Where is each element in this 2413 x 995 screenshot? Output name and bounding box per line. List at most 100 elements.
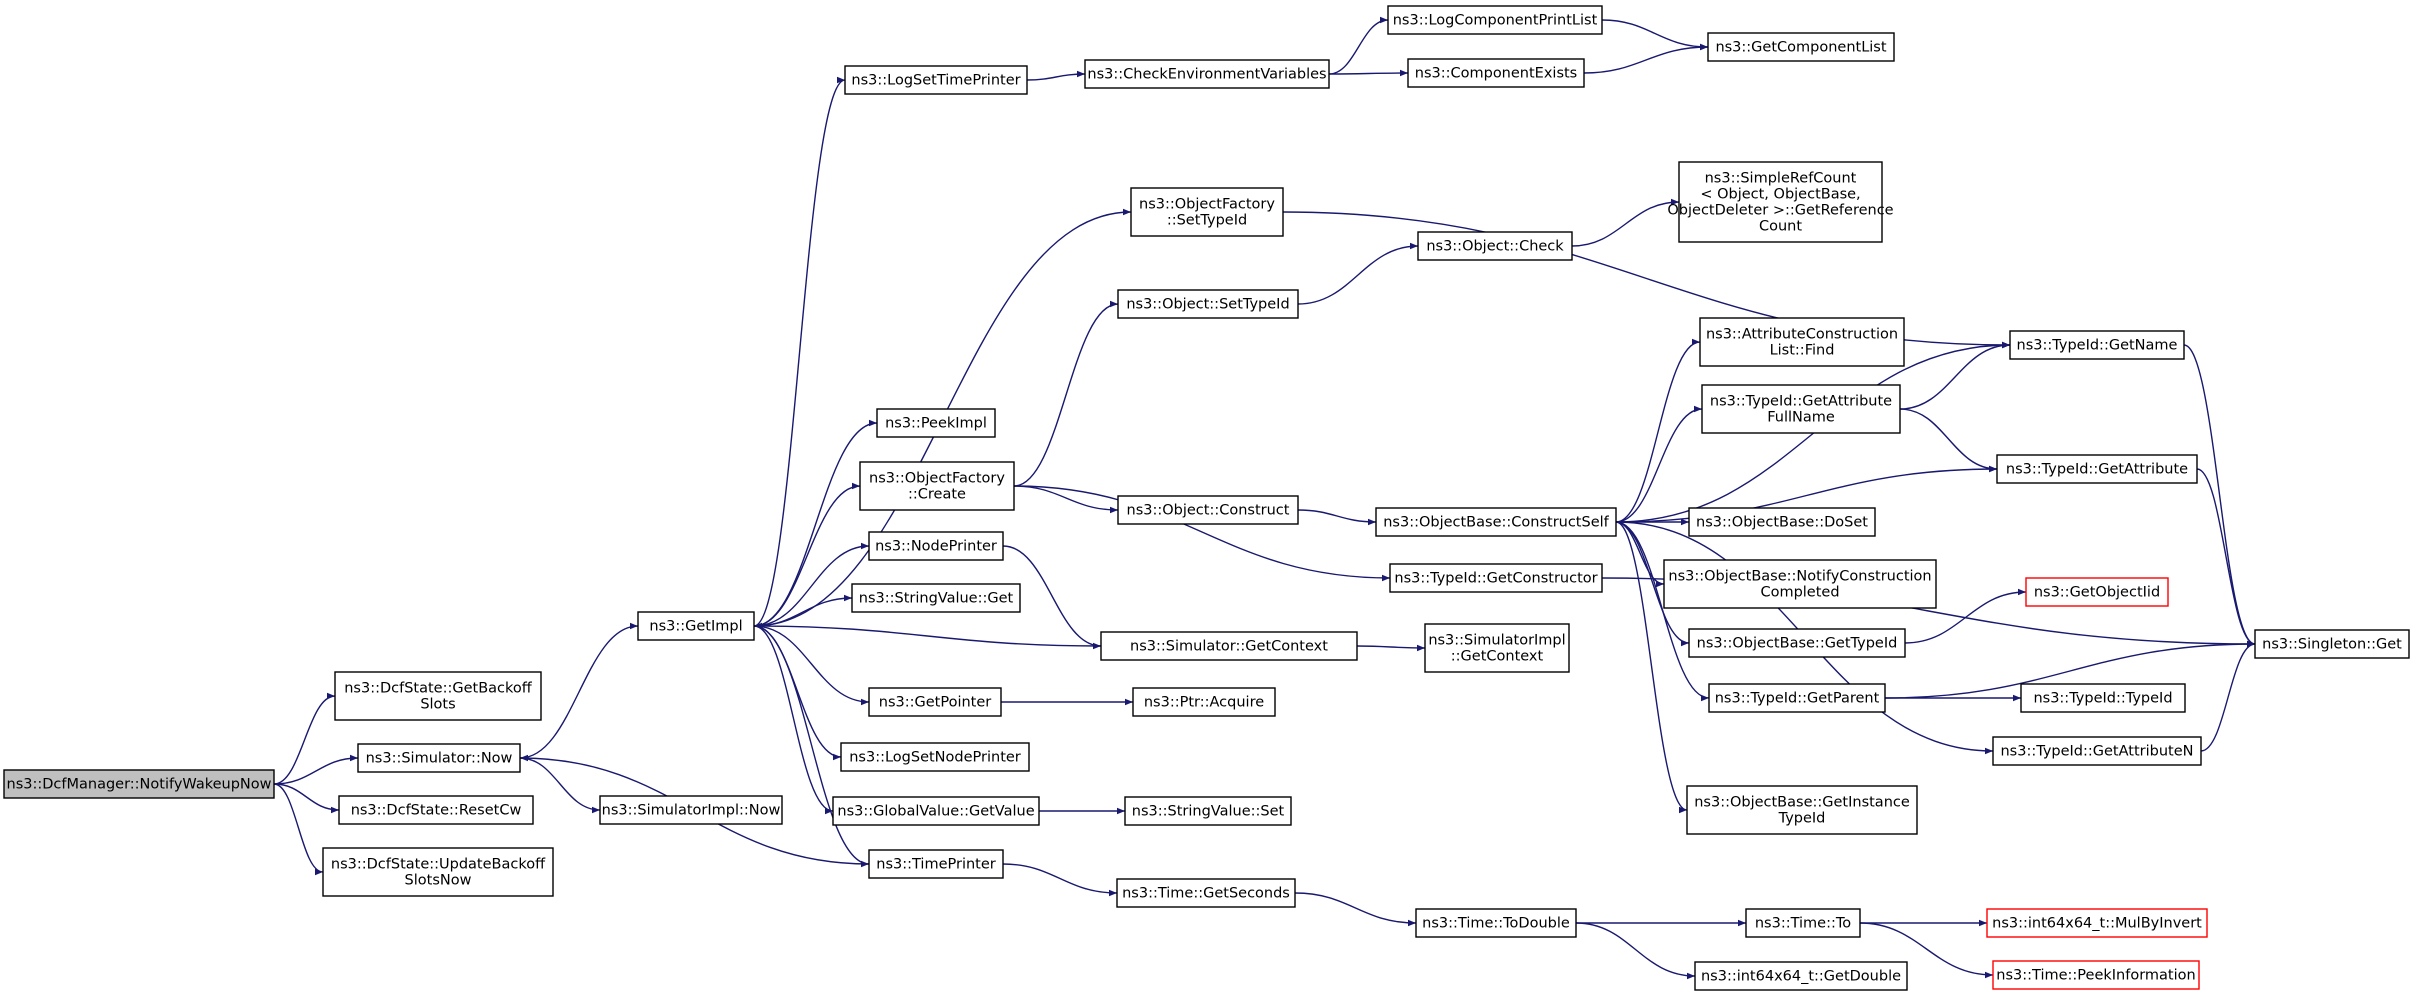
node-box — [868, 531, 1004, 561]
node-label: ns3::ObjectBase::GetTypeId — [1697, 636, 1898, 652]
node-objsettypeid[interactable]: ns3::Object::SetTypeId — [1117, 289, 1299, 319]
node-int64getdouble[interactable]: ns3::int64x64_t::GetDouble — [1694, 961, 1908, 991]
node-label: ns3::DcfState::UpdateBackoff — [331, 857, 546, 873]
node-label: ns3::Simulator::GetContext — [1130, 639, 1328, 655]
node-label: ns3::NodePrinter — [875, 539, 997, 555]
edge-checkenv-to-logcompprint — [1328, 16, 1389, 75]
node-box — [2254, 629, 2410, 659]
node-label: ns3::Time::ToDouble — [1422, 916, 1570, 932]
node-ptracquire[interactable]: ns3::Ptr::Acquire — [1132, 687, 1276, 717]
node-label: ns3::Simulator::Now — [366, 751, 513, 767]
node-label: ns3::DcfState::GetBackoff — [344, 681, 533, 697]
edge-compexists-to-getcomplist — [1583, 43, 1709, 74]
node-ofsettypeid[interactable]: ns3::ObjectFactory::SetTypeId — [1130, 187, 1284, 237]
node-ofcreate[interactable]: ns3::ObjectFactory::Create — [859, 461, 1015, 511]
node-label: ns3::TypeId::GetAttributeN — [2000, 744, 2193, 760]
node-label: ns3::TypeId::GetName — [2017, 338, 2178, 354]
node-obgettypeid[interactable]: ns3::ObjectBase::GetTypeId — [1688, 628, 1906, 658]
node-simplerefcount[interactable]: ns3::SimpleRefCount< Object, ObjectBase,… — [1667, 161, 1894, 243]
node-peekinfo[interactable]: ns3::Time::PeekInformation — [1992, 960, 2200, 990]
node-getcomplist[interactable]: ns3::GetComponentList — [1707, 32, 1895, 62]
node-typeidgetparent[interactable]: ns3::TypeId::GetParent — [1708, 683, 1886, 713]
node-box — [1116, 878, 1296, 908]
node-gvgetvalue[interactable]: ns3::GlobalValue::GetValue — [832, 796, 1040, 826]
node-box — [334, 671, 542, 721]
node-strvalset[interactable]: ns3::StringValue::Set — [1124, 796, 1292, 826]
edge-typeidgetattrfull-to-typeidgetattr — [1899, 408, 1998, 473]
node-box — [1701, 384, 1901, 434]
node-label: ObjectDeleter >::GetReference — [1667, 203, 1893, 219]
node-box — [338, 795, 534, 825]
node-box — [844, 65, 1028, 95]
node-peekimpl[interactable]: ns3::PeekImpl — [876, 408, 996, 438]
edge-timeto-to-peekinfo — [1859, 922, 1994, 979]
node-typeidgetctor[interactable]: ns3::TypeId::GetConstructor — [1389, 563, 1603, 593]
node-typeidgetattr[interactable]: ns3::TypeId::GetAttribute — [1996, 454, 2198, 484]
node-timetodouble[interactable]: ns3::Time::ToDouble — [1415, 908, 1577, 938]
edge-simgetcontext-to-simimplgetcontext — [1356, 644, 1426, 652]
node-objconstruct[interactable]: ns3::Object::Construct — [1117, 495, 1299, 525]
node-getpointer[interactable]: ns3::GetPointer — [868, 687, 1002, 717]
node-label: ns3::Time::PeekInformation — [1996, 968, 2195, 984]
node-obdoset[interactable]: ns3::ObjectBase::DoSet — [1688, 507, 1876, 537]
node-label: ns3::AttributeConstruction — [1706, 327, 1898, 343]
node-resetcw[interactable]: ns3::DcfState::ResetCw — [338, 795, 534, 825]
node-singletonget[interactable]: ns3::Singleton::Get — [2254, 629, 2410, 659]
node-label: ns3::GetComponentList — [1715, 40, 1886, 56]
node-getimpl[interactable]: ns3::GetImpl — [637, 611, 755, 641]
node-label: ns3::LogSetTimePrinter — [851, 73, 1020, 89]
node-simgetcontext[interactable]: ns3::Simulator::GetContext — [1100, 631, 1358, 661]
node-box — [1117, 289, 1299, 319]
node-label: ns3::GlobalValue::GetValue — [837, 804, 1034, 820]
node-label: ns3::DcfState::ResetCw — [351, 803, 522, 819]
node-notify[interactable]: ns3::DcfManager::NotifyWakeupNow — [3, 769, 275, 799]
node-label: ns3::GetPointer — [879, 695, 992, 711]
node-getobjectiid[interactable]: ns3::GetObjectIid — [2025, 577, 2169, 607]
node-simimplgetcontext[interactable]: ns3::SimulatorImpl::GetContext — [1424, 623, 1570, 673]
node-box — [1417, 231, 1573, 261]
node-label: ns3::Time::To — [1755, 916, 1851, 932]
node-simnow[interactable]: ns3::Simulator::Now — [357, 743, 521, 773]
edge-notify-to-resetcw — [273, 783, 340, 814]
node-logcompprint[interactable]: ns3::LogComponentPrintList — [1387, 5, 1603, 35]
node-logsettimeprinter[interactable]: ns3::LogSetTimePrinter — [844, 65, 1028, 95]
node-timeto[interactable]: ns3::Time::To — [1745, 908, 1861, 938]
node-box — [840, 742, 1030, 772]
node-label: ns3::ObjectFactory — [1139, 197, 1275, 213]
node-compexists[interactable]: ns3::ComponentExists — [1407, 58, 1585, 88]
edge-nodeprinter-to-simgetcontext — [1002, 545, 1102, 650]
edge-simnow-to-simimplnow — [519, 757, 601, 814]
node-objcheck[interactable]: ns3::Object::Check — [1417, 231, 1573, 261]
node-obconstructself[interactable]: ns3::ObjectBase::ConstructSelf — [1375, 507, 1617, 537]
edge-typeidgetattrn-to-singletonget — [2200, 640, 2256, 752]
node-mulbyinvert[interactable]: ns3::int64x64_t::MulByInvert — [1986, 908, 2208, 938]
edge-logcompprint-to-getcomplist — [1601, 19, 1709, 51]
node-typeidtypeid[interactable]: ns3::TypeId::TypeId — [2020, 683, 2186, 713]
node-nodeprinter[interactable]: ns3::NodePrinter — [868, 531, 1004, 561]
node-timegetseconds[interactable]: ns3::Time::GetSeconds — [1116, 878, 1296, 908]
edge-typeidgetattrfull-to-typeidgetname — [1899, 341, 2011, 410]
node-logsetnodeprinter[interactable]: ns3::LogSetNodePrinter — [840, 742, 1030, 772]
node-typeidgetname[interactable]: ns3::TypeId::GetName — [2009, 330, 2185, 360]
node-typeidgetattrn[interactable]: ns3::TypeId::GetAttributeN — [1992, 736, 2202, 766]
edge-getimpl-to-logsettimeprinter — [753, 76, 846, 627]
node-timeprinter[interactable]: ns3::TimePrinter — [868, 849, 1004, 879]
node-strvalget[interactable]: ns3::StringValue::Get — [851, 583, 1021, 613]
node-box — [2020, 683, 2186, 713]
node-simimplnow[interactable]: ns3::SimulatorImpl::Now — [599, 795, 783, 825]
edge-obconstructself-to-attrconstfind — [1615, 338, 1701, 523]
node-label: ns3::CheckEnvironmentVariables — [1087, 67, 1326, 83]
edge-getimpl-to-strvalget — [753, 594, 853, 627]
node-label: Slots — [420, 697, 455, 713]
node-checkenv[interactable]: ns3::CheckEnvironmentVariables — [1084, 59, 1330, 89]
node-box — [2025, 577, 2169, 607]
edge-getimpl-to-gvgetvalue — [753, 625, 834, 815]
node-obnotifyconst[interactable]: ns3::ObjectBase::NotifyConstructionCompl… — [1663, 559, 1937, 609]
node-label: ns3::TimePrinter — [876, 857, 996, 873]
edge-obconstructself-to-obnotifyconst — [1615, 521, 1665, 588]
